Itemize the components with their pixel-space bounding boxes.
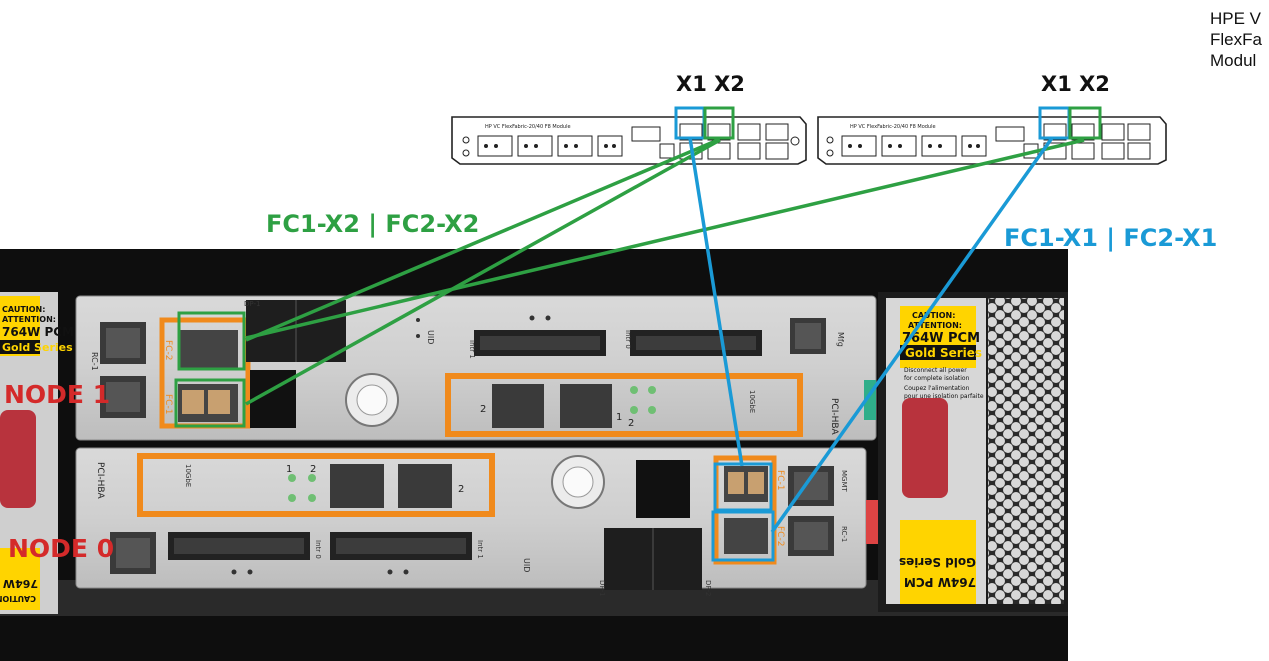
psu-left-caution: CAUTION: [2,305,45,314]
module-2-port-x2 [1068,106,1102,140]
node-1-port-1: 1 [616,412,622,423]
psu-right-warn-3: Coupez l'alimentation [904,385,970,392]
module-1-port-x2 [703,106,735,140]
psu-right-warn-2: for complete isolation [904,375,970,382]
node-0-pci-label: PCI-HBA [95,462,105,500]
interconnect-module-2: HP VC FlexFabric-20/40 F8 Module [817,116,1167,165]
node-0-pci-hba-card [137,453,495,517]
psu-right-series-flipped: Gold Series [899,555,976,569]
psu-left: CAUTION: ATTENTION: 764W PCM Gold Series… [0,292,74,614]
psu-right-handle [902,398,948,498]
module-description: HPE V FlexFa Modul [1210,8,1262,71]
node-0-intr1-label: Intr 1 [476,540,484,559]
module-description-line: Modul [1210,51,1257,70]
interconnect-module-1: HP VC FlexFabric-20/40 F8 Module [451,116,807,165]
psu-right-warn-1: Disconnect all power [904,367,967,374]
node-0-controller: PCI-HBA 10GbE 1 2 2 Intr 0 Intr 1 UID DP… [75,447,878,596]
node-1-pci-label: PCI-HBA [829,398,839,436]
psu-right-warn-4: pour une isolation parfaite [904,393,984,400]
blue-link-label: FC1-X1 | FC2-X1 [1004,224,1218,252]
node-1-port-2: 2 [480,404,486,415]
blue-link-module2-x1-node0-fc2 [770,136,1054,534]
node-0-dp1-label: DP-1 [598,580,606,596]
psu-left-model: 764W PCM [2,325,74,339]
node-1-fc1-highlight [174,378,246,428]
blue-link-module1-x1-node0-fc1 [688,137,744,467]
green-link-node1-fc2-module2-x2 [245,138,1085,340]
psu-right-model: 764W PCM [902,331,980,346]
node-0-mgmt-label: MGMT [840,470,848,493]
module-description-line: HPE V [1210,9,1262,28]
node-1-10gbe-label: 10GbE [748,390,756,413]
module-2-port-labels: X1 X2 [1041,72,1110,96]
node-1-pci-hba-card [445,373,803,437]
psu-left-model-flipped: 764W PCM [0,577,38,590]
node-1-dp-label: DP-1 [244,300,260,308]
node-0-intr0-label: Intr 0 [314,540,322,559]
module-2-print: HP VC FlexFabric-20/40 F8 Module [850,124,936,130]
node-0-10gbe-label: 10GbE [184,464,192,487]
node-0-port-2b: 2 [458,484,464,495]
psu-right-fan-grille [988,298,1064,604]
node-0-rc-label: RC-1 [840,526,848,542]
node-1-fc1-label: FC-1 [163,394,173,414]
node-1-intr0-label: Intr 0 [624,330,632,349]
node-0-dp2-label: DP-2 [704,580,712,596]
node-1-port-2b: 2 [628,418,634,429]
psu-right: CAUTION: ATTENTION: 764W PCM Gold Series… [878,292,1068,612]
psu-right-series: Gold Series [905,346,982,360]
node-0-fc2-highlight [711,510,775,562]
node-1-intr1-label: Intr 1 [468,340,476,359]
node-1-fc2-label: FC-2 [163,340,173,360]
node-0-label: NODE 0 [8,534,115,563]
psu-right-caution: CAUTION: [912,311,955,320]
psu-left-series: Gold Series [2,341,73,354]
green-link-node1-fc2-module1-x2 [245,138,719,342]
psu-left-attention: ATTENTION: [2,315,56,324]
node-1-mfg-label: Mfg [836,332,845,347]
node-0-uid-label: UID [522,558,531,572]
node-1-uid-label: UID [426,330,435,344]
node-1-label: NODE 1 [4,380,111,409]
node-0-port-1: 1 [286,464,292,475]
green-link-node1-fc1-module1-x2 [245,138,721,406]
green-links [245,138,1085,406]
green-link-label: FC1-X2 | FC2-X2 [266,210,480,238]
psu-left-caution-flipped: CAUTION: [0,594,36,603]
node-1-fc2-highlight [177,311,246,371]
psu-right-model-flipped: 764W PCM [904,575,976,589]
node-0-fc1-label: FC-1 [775,470,785,490]
node-0-fc2-label: FC-2 [775,526,785,546]
node-0-port-2: 2 [310,464,316,475]
node-1-rc-label: RC-1 [90,352,99,371]
module-1-port-labels: X1 X2 [676,72,745,96]
psu-right-attention: ATTENTION: [908,321,962,330]
blue-links [688,136,1054,534]
module-description-line: FlexFa [1210,30,1262,49]
module-1-print: HP VC FlexFabric-20/40 F8 Module [485,124,571,130]
